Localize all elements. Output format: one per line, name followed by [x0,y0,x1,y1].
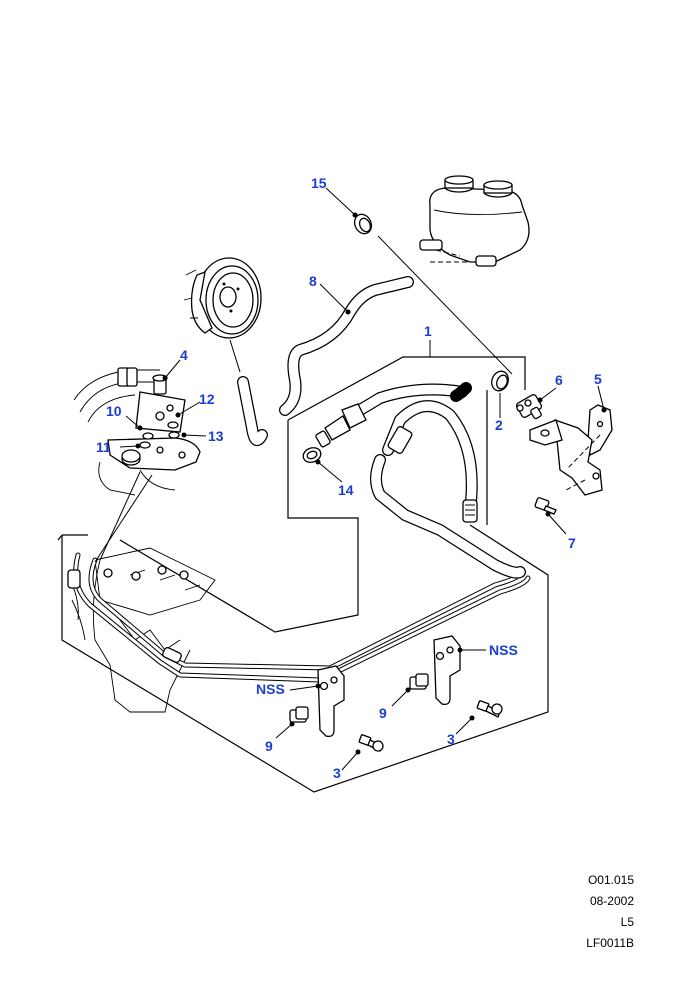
part-6-sensor [515,394,543,420]
callout-3-left: 3 [333,765,341,781]
callout-14: 14 [338,482,354,498]
callout-2: 2 [495,417,503,433]
callout-3-right: 3 [447,731,455,747]
callout-1: 1 [424,323,432,339]
callout-11: 11 [96,439,111,455]
leader-reservoir-to-clip [377,235,513,375]
reference-block: O01.015 08-2002 L5 LF0011B [586,870,634,954]
part-2-clip [491,370,509,418]
reference-figure: LF0011B [586,936,634,950]
reference-date: 08-2002 [589,894,634,908]
engine-block [69,547,216,713]
callout-labels: 15 8 1 4 12 10 11 13 14 2 6 5 7 NSS NSS … [96,175,602,781]
part-9-clip-right [409,673,429,690]
part-9-clip-left [289,706,309,723]
reference-code: O01.015 [587,873,634,887]
part-3-bolt-right [476,700,503,718]
nss-bracket-right [433,635,461,706]
callout-leaders [119,187,607,771]
callout-10: 10 [106,403,122,419]
callout-8: 8 [309,273,317,289]
callout-15: 15 [311,175,327,191]
fitting-cluster [73,367,201,563]
callout-12: 12 [199,391,215,407]
callout-13: 13 [208,428,224,444]
part-15-clip [353,213,373,235]
callout-6: 6 [555,372,563,388]
callout-7: 7 [568,535,576,551]
pump-pulley [183,257,268,447]
callout-nss-left: NSS [256,681,285,697]
hose-assembly-1 [315,382,526,579]
callout-nss-right: NSS [489,642,518,658]
fluid-reservoir [419,175,530,267]
part-3-bolt-left [358,734,384,752]
part-14-seal [302,447,322,463]
callout-9-right: 9 [379,705,387,721]
callout-9-left: 9 [265,738,273,754]
part-7-bolt [534,497,557,515]
hose-8 [279,276,414,416]
callout-4: 4 [180,347,188,363]
callout-5: 5 [594,371,602,387]
part-5-bracket [529,404,613,496]
assembly-outline [57,356,549,793]
nss-bracket-left [317,665,345,738]
reference-model: L5 [620,915,634,929]
